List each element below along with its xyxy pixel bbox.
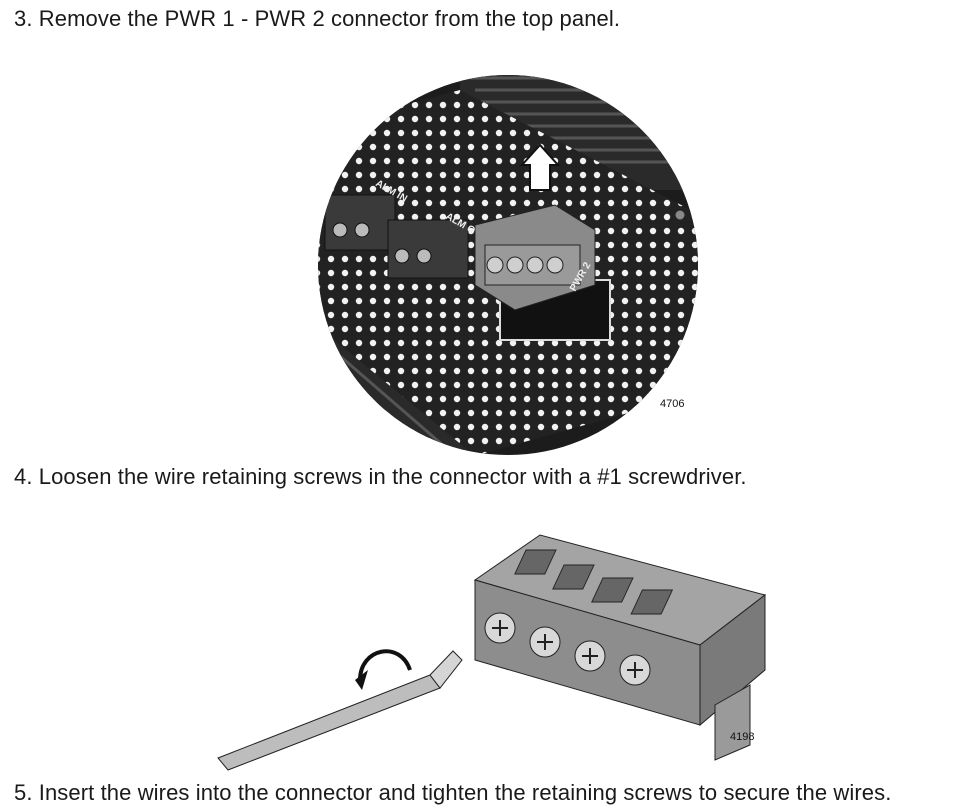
step-4-instruction: 4. Loosen the wire retaining screws in t… bbox=[14, 464, 747, 489]
step-3-instruction: 3. Remove the PWR 1 - PWR 2 connector fr… bbox=[14, 6, 621, 31]
panel-screw-icon bbox=[674, 209, 686, 221]
top-panel-illustration: ALM IN ALM O PWR 2 4706 bbox=[310, 70, 710, 460]
screwdriver bbox=[217, 650, 463, 771]
alm-in-connector bbox=[324, 194, 396, 251]
figure-number-4706: 4706 bbox=[660, 398, 684, 410]
connector-screwdriver-illustration: 4198 bbox=[210, 520, 780, 775]
counterclockwise-rotate-icon bbox=[358, 649, 412, 681]
figure-number-4198: 4198 bbox=[730, 731, 754, 743]
step-5-instruction: 5. Insert the wires into the connector a… bbox=[14, 780, 892, 805]
up-arrow-icon bbox=[519, 143, 561, 191]
alm-out-connector bbox=[387, 219, 469, 279]
terminal-block-connector bbox=[473, 534, 767, 761]
pwr-connector bbox=[474, 204, 596, 311]
